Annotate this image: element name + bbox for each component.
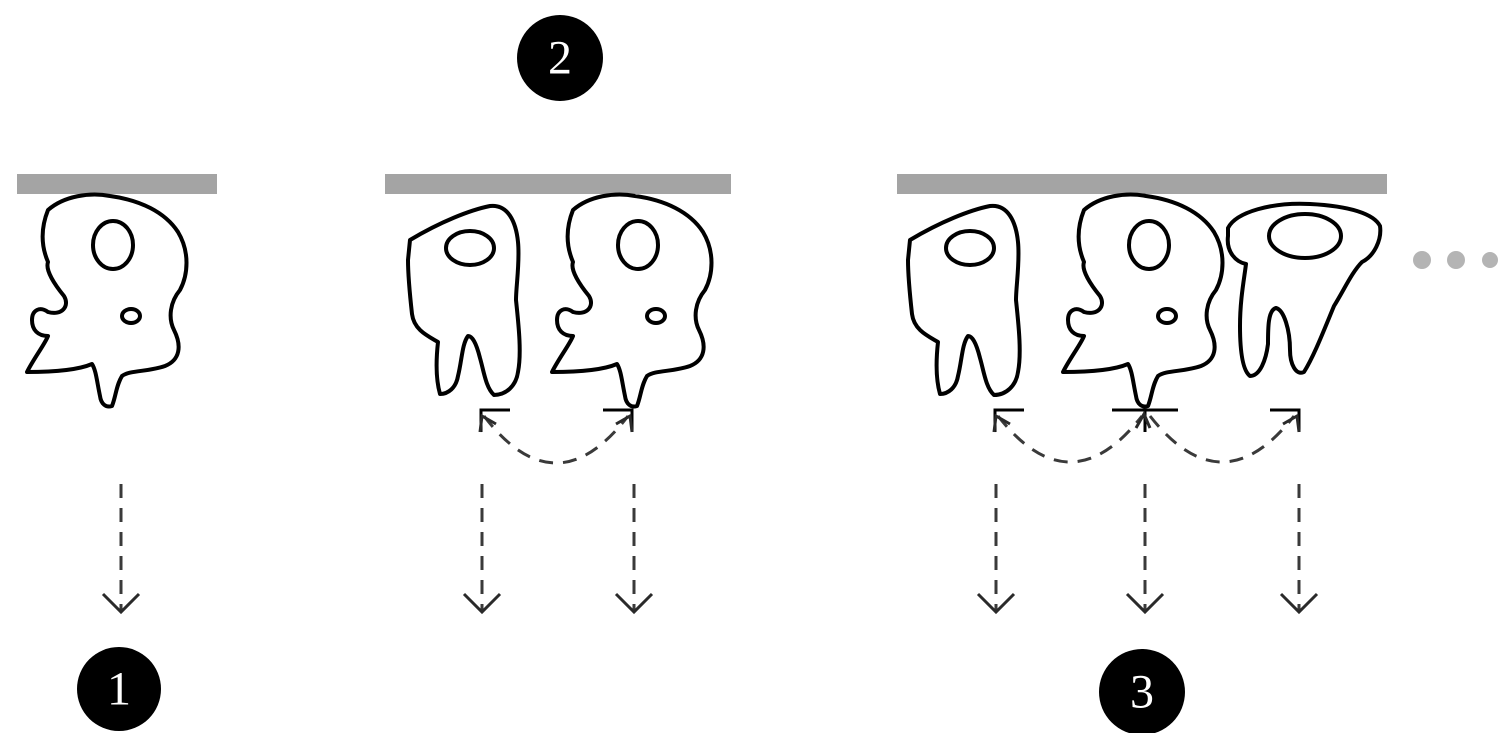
contact-tick bbox=[1270, 408, 1301, 432]
ellipsis-icon bbox=[1413, 251, 1498, 269]
arrowhead-icon bbox=[615, 413, 634, 433]
step-marker-1: 1 bbox=[77, 647, 161, 731]
contact-tick bbox=[603, 408, 634, 432]
arrowhead-icon bbox=[478, 413, 497, 433]
arrowhead-icon bbox=[101, 592, 141, 615]
step-marker-label: 3 bbox=[1130, 666, 1154, 719]
contact-tick bbox=[479, 408, 510, 432]
contact-tick bbox=[993, 408, 1024, 432]
cell-icon bbox=[550, 192, 714, 409]
group-3: 3 bbox=[897, 174, 1498, 733]
step-marker-2: 2 bbox=[517, 15, 603, 101]
arrowhead-icon bbox=[1134, 410, 1152, 429]
cell-icon bbox=[406, 203, 522, 397]
cell-icon bbox=[906, 203, 1022, 397]
step-marker-label: 1 bbox=[107, 663, 131, 716]
substrate-surface-bar bbox=[385, 174, 731, 194]
dashed-arc-arrow-icon bbox=[482, 415, 630, 465]
group-1: 1 bbox=[17, 174, 217, 731]
arrowhead-icon bbox=[992, 413, 1011, 433]
arrowhead-icon bbox=[1125, 592, 1165, 615]
substrate-surface-bar bbox=[897, 174, 1387, 194]
substrate-surface-bar bbox=[17, 174, 217, 194]
arrowhead-icon bbox=[976, 592, 1016, 615]
cell-icon bbox=[25, 192, 189, 409]
dashed-arc-arrow-icon bbox=[1148, 415, 1296, 464]
step-marker-label: 2 bbox=[548, 32, 572, 85]
group-2: 2 bbox=[385, 15, 731, 615]
arrowhead-icon bbox=[1279, 592, 1319, 615]
arrowhead-icon bbox=[462, 592, 502, 615]
cell-icon bbox=[1225, 201, 1383, 378]
arrowhead-icon bbox=[1282, 413, 1301, 433]
dashed-arc-arrow-icon bbox=[996, 415, 1144, 464]
cell-icon bbox=[1061, 192, 1225, 409]
arrowhead-icon bbox=[614, 592, 654, 615]
step-marker-3: 3 bbox=[1099, 649, 1185, 733]
